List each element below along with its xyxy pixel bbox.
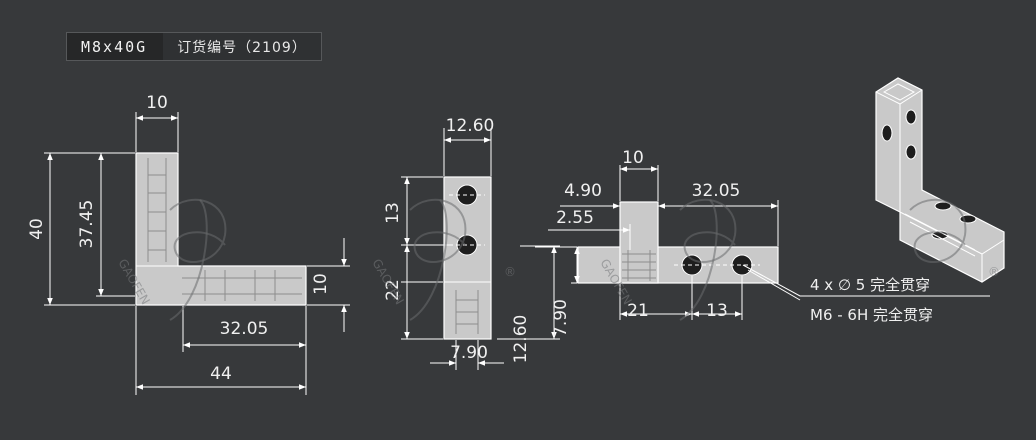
dim-height-37-45: 37.45: [77, 200, 97, 249]
note-through-holes: 4 x ∅ 5 完全贯穿: [810, 276, 930, 294]
dim-height-40: 40: [27, 218, 47, 240]
dim-thickness-10: 10: [311, 273, 331, 295]
side-view-outline: [443, 176, 492, 340]
dim-length-32-05-top: 32.05: [692, 181, 741, 201]
dim-offset-2-55: 2.55: [556, 208, 594, 228]
dim-height-22: 22: [383, 279, 403, 301]
top-view: 10 4.90 32.05 2.55 7.90 21 13 4 x ∅ 5 完全…: [535, 148, 990, 337]
model-code: M8x40G: [67, 33, 164, 60]
dim-width-10: 10: [146, 93, 168, 113]
dim-hole-offset-21: 21: [627, 301, 649, 321]
dim-offset-4-90: 4.90: [564, 181, 602, 201]
dim-length-44: 44: [210, 364, 232, 384]
watermark-logo-4: ®: [909, 198, 1000, 279]
dim-height-12-60: 12.60: [511, 315, 531, 364]
front-view: 10 40 37.45 10 32.05 44: [27, 93, 350, 395]
dim-hole-spacing-13: 13: [383, 202, 403, 224]
note-thread-m6: M6 - 6H 完全贯穿: [810, 306, 933, 324]
top-view-outline: [577, 201, 779, 284]
dim-slot-7-90: 7.90: [450, 343, 488, 363]
isometric-view: [875, 77, 1005, 283]
dim-height-7-90: 7.90: [551, 299, 571, 337]
part-number-badge: M8x40G 订货编号（2109）: [66, 32, 322, 61]
side-view: 12.60 13 22 7.90 12.60: [383, 116, 560, 370]
watermark-mark-2: ®: [504, 265, 516, 279]
dim-width-10-top: 10: [622, 148, 644, 168]
watermark-mark-4: ®: [988, 265, 1000, 279]
dim-width-12-60: 12.60: [446, 116, 495, 136]
dim-length-32-05: 32.05: [220, 319, 269, 339]
l-bracket-outline: [135, 152, 307, 306]
dim-hole-spacing-13-top: 13: [706, 301, 728, 321]
order-number: 订货编号（2109）: [163, 33, 321, 60]
